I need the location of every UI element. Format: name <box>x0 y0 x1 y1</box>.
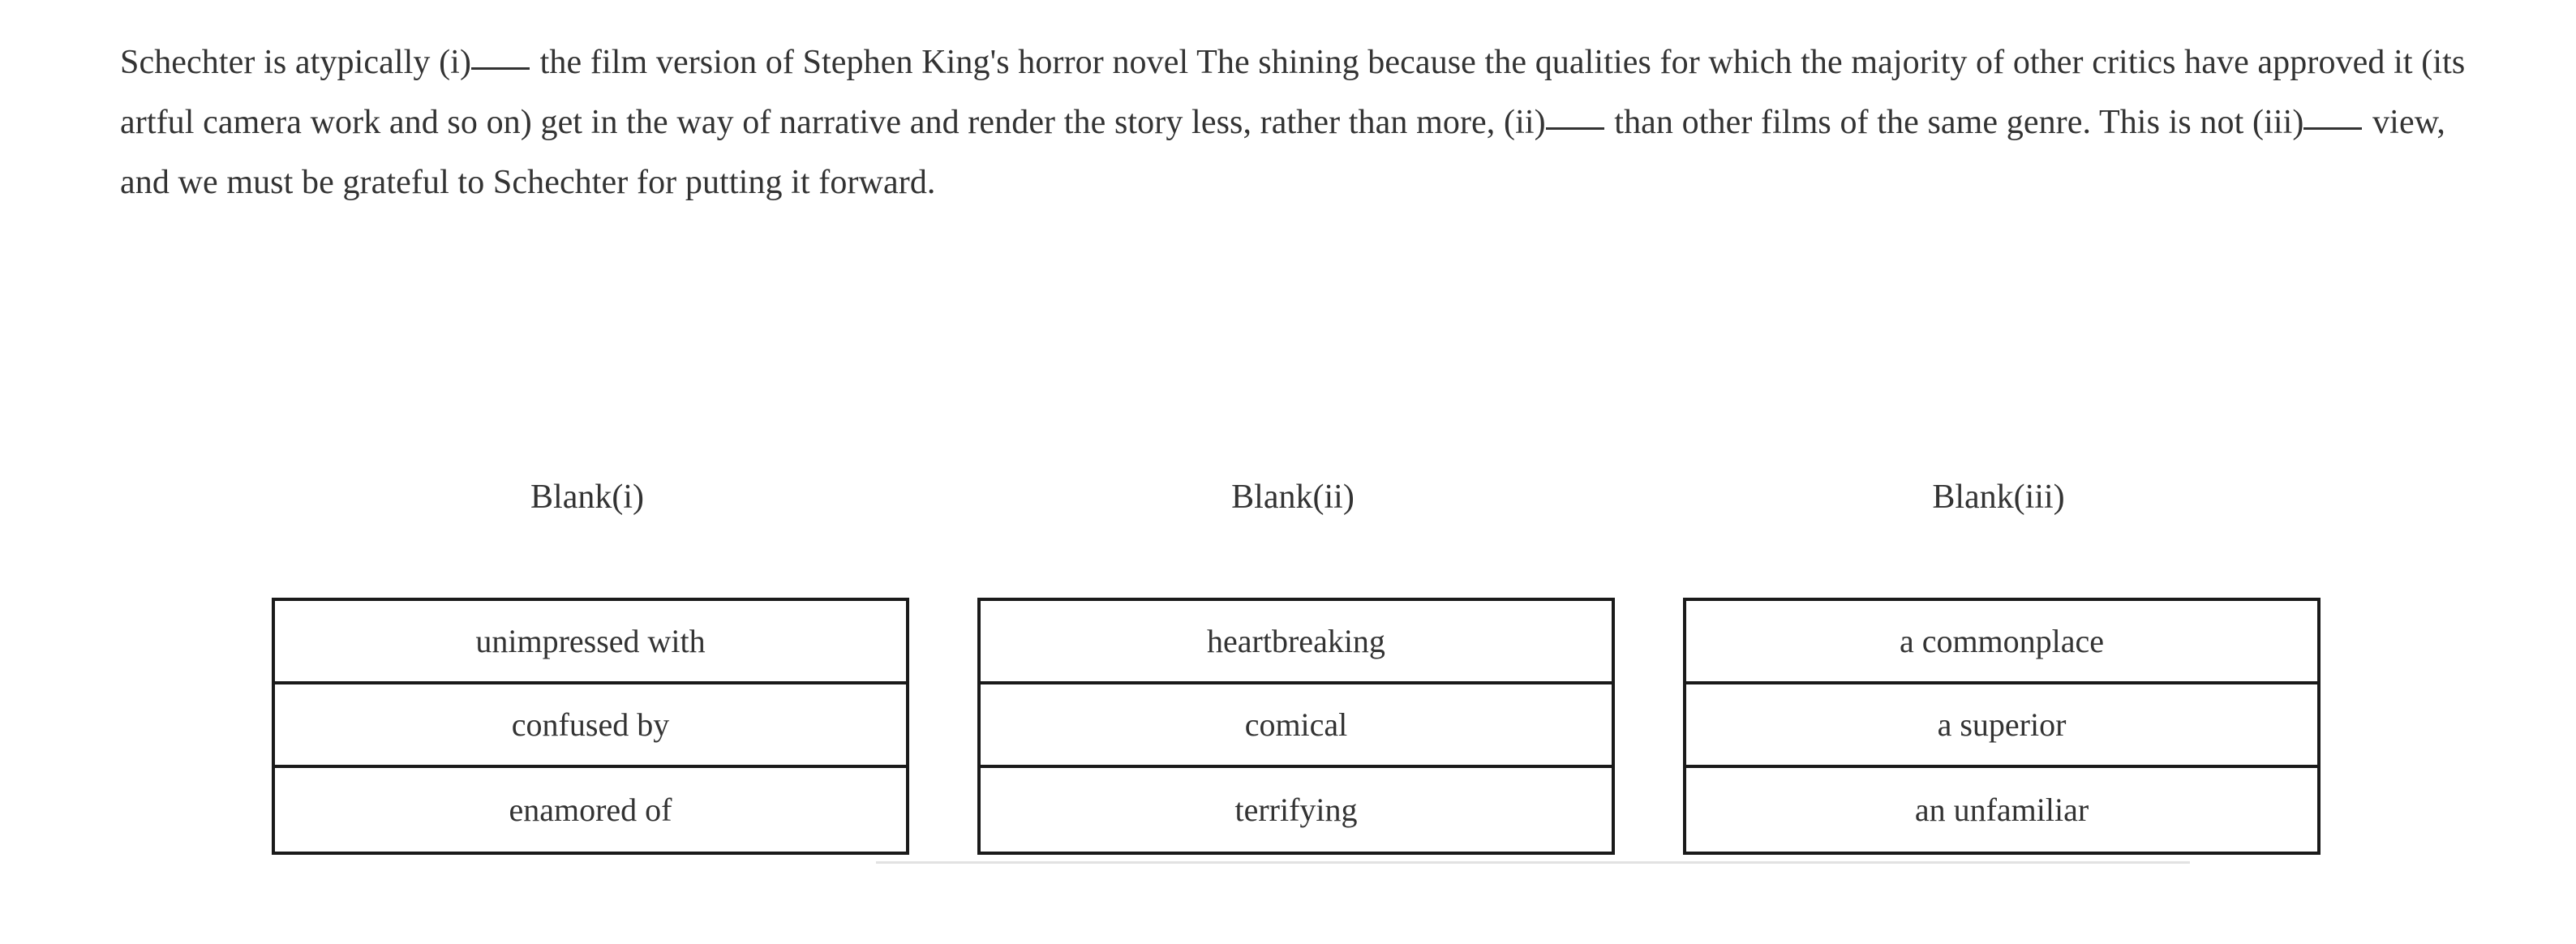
option-label: an unfamiliar <box>1914 791 2089 828</box>
blank-ii-option-2[interactable]: comical <box>981 684 1612 768</box>
answer-choices-area: Blank(i) unimpressed with confused by en… <box>0 474 2576 896</box>
blank-iii-option-3[interactable]: an unfamiliar <box>1686 768 2317 852</box>
option-label: a commonplace <box>1899 622 2105 659</box>
option-label: enamored of <box>509 791 672 828</box>
blank-ii-underline <box>1545 127 1604 130</box>
blank-iii-option-table: a commonplace a superior an unfamiliar <box>1683 598 2321 855</box>
blank-i-option-3[interactable]: enamored of <box>275 768 906 852</box>
blank-i-option-1[interactable]: unimpressed with <box>275 601 906 684</box>
blank-i-option-table: unimpressed with confused by enamored of <box>272 598 909 855</box>
blank-column-ii: Blank(ii) heartbreaking comical terrifyi… <box>977 474 1615 855</box>
blank-iii-option-2[interactable]: a superior <box>1686 684 2317 768</box>
blank-ii-option-1[interactable]: heartbreaking <box>981 601 1612 684</box>
blank-ii-option-3[interactable]: terrifying <box>981 768 1612 852</box>
option-label: confused by <box>511 706 670 743</box>
option-label: terrifying <box>1234 791 1358 828</box>
blank-iii-underline <box>2303 127 2363 130</box>
question-passage: Schechter is atypically (i) the film ver… <box>120 32 2472 212</box>
option-label: comical <box>1244 706 1348 743</box>
option-label: heartbreaking <box>1207 622 1385 659</box>
blank-iii-option-1[interactable]: a commonplace <box>1686 601 2317 684</box>
blank-i-header: Blank(i) <box>530 478 644 516</box>
blank-i-underline <box>471 67 530 70</box>
blank-i-option-2[interactable]: confused by <box>275 684 906 768</box>
passage-segment-2: the film version of Stephen King's horro… <box>120 44 2466 141</box>
blank-ii-option-table: heartbreaking comical terrifying <box>977 598 1615 855</box>
option-label: a superior <box>1937 706 2067 743</box>
blank-ii-header: Blank(ii) <box>1231 478 1355 516</box>
bottom-divider <box>876 861 2190 864</box>
blank-iii-header: Blank(iii) <box>1932 478 2065 516</box>
blank-column-iii: Blank(iii) a commonplace a superior an u… <box>1683 474 2321 855</box>
passage-segment-3: than other films of the same genre. This… <box>1605 104 2304 141</box>
passage-segment-1: Schechter is atypically (i) <box>120 44 472 81</box>
blank-column-i: Blank(i) unimpressed with confused by en… <box>272 474 909 855</box>
passage-segment-4: view, and we must be grateful to Schecht… <box>120 104 2445 201</box>
option-label: unimpressed with <box>475 622 706 659</box>
